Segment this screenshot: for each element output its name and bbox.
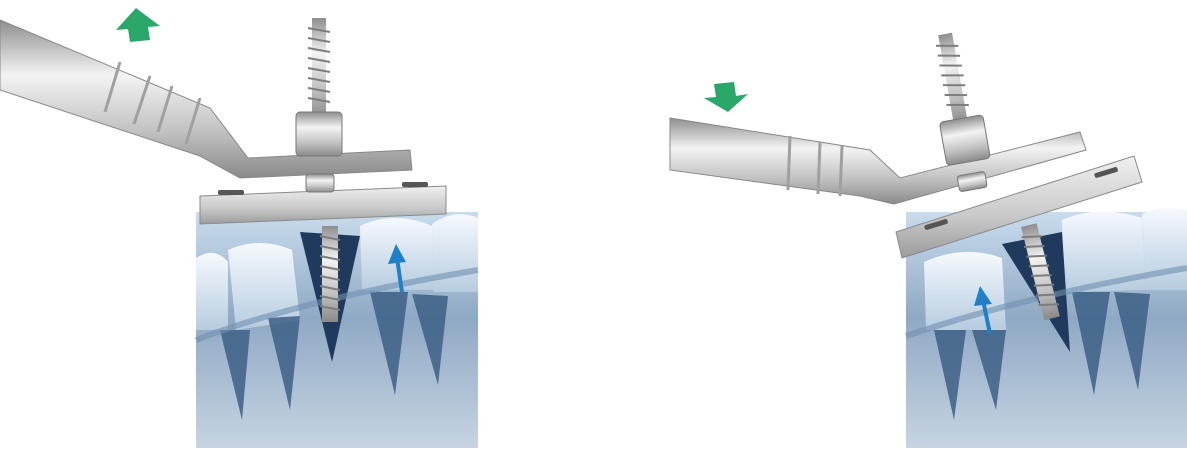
- green-arrow-icon: [704, 82, 748, 112]
- green-arrow-icon: [116, 8, 160, 42]
- panel-right: [594, 0, 1187, 450]
- dental-illustration-left: [0, 0, 593, 450]
- extraction-handle: [0, 20, 412, 178]
- dental-illustration-right: [594, 0, 1187, 450]
- screw-lower: [320, 226, 340, 322]
- panel-left: [0, 0, 593, 450]
